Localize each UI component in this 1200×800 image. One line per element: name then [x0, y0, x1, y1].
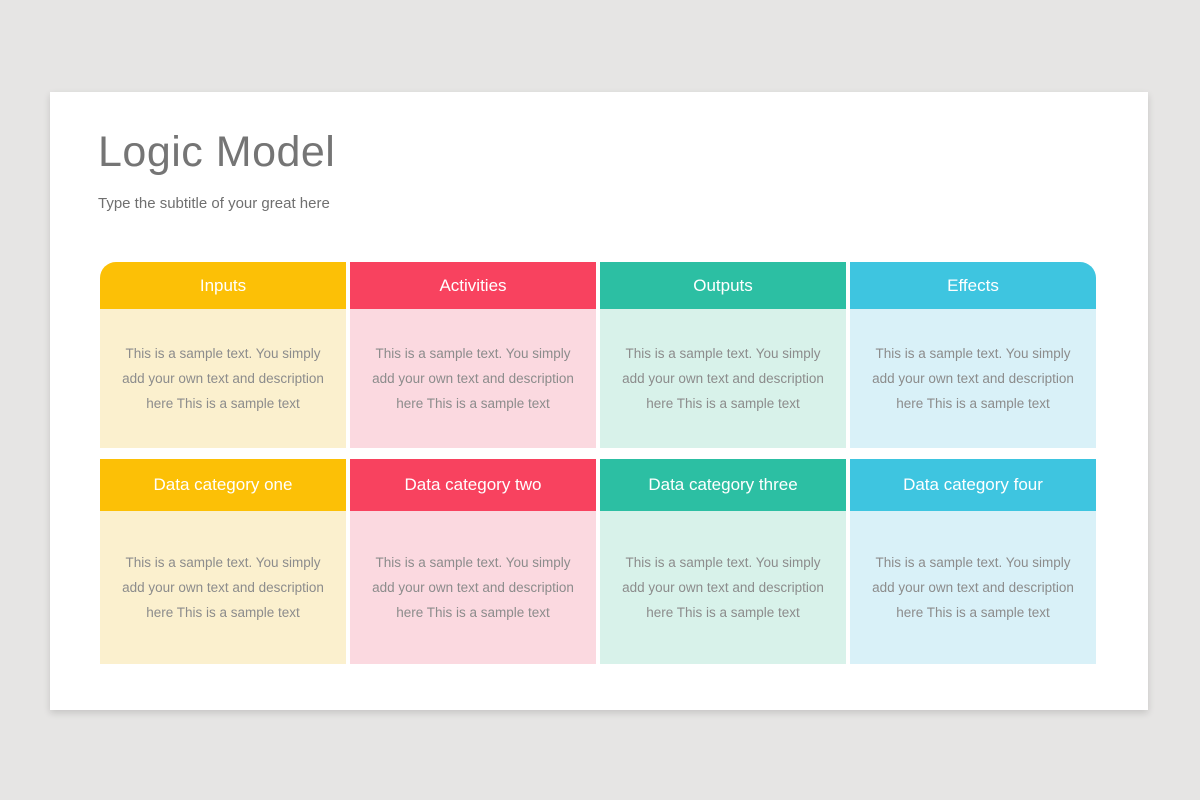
card-data-category-four: Data category four This is a sample text…: [850, 459, 1096, 664]
grid-row-top: Inputs This is a sample text. You simply…: [100, 262, 1096, 448]
card-effects: Effects This is a sample text. You simpl…: [850, 262, 1096, 448]
grid-row-bottom: Data category one This is a sample text.…: [100, 459, 1096, 664]
card-body-text: This is a sample text. You simply add yo…: [350, 309, 596, 448]
card-activities: Activities This is a sample text. You si…: [350, 262, 596, 448]
logic-model-grid: Inputs This is a sample text. You simply…: [100, 262, 1096, 664]
card-body-text: This is a sample text. You simply add yo…: [850, 309, 1096, 448]
card-body-text: This is a sample text. You simply add yo…: [100, 309, 346, 448]
page-subtitle: Type the subtitle of your great here: [98, 195, 330, 213]
card-outputs: Outputs This is a sample text. You simpl…: [600, 262, 846, 448]
card-header: Outputs: [600, 262, 846, 309]
page-title: Logic Model: [98, 128, 336, 176]
card-body-text: This is a sample text. You simply add yo…: [850, 511, 1096, 664]
card-header: Data category two: [350, 459, 596, 511]
card-body-text: This is a sample text. You simply add yo…: [600, 309, 846, 448]
card-header: Activities: [350, 262, 596, 309]
card-body-text: This is a sample text. You simply add yo…: [350, 511, 596, 664]
card-header: Data category three: [600, 459, 846, 511]
card-header: Inputs: [100, 262, 346, 309]
card-data-category-three: Data category three This is a sample tex…: [600, 459, 846, 664]
card-header: Data category one: [100, 459, 346, 511]
slide-canvas: Logic Model Type the subtitle of your gr…: [50, 92, 1148, 710]
slide-header: Logic Model Type the subtitle of your gr…: [98, 128, 335, 212]
card-data-category-one: Data category one This is a sample text.…: [100, 459, 346, 664]
card-header: Data category four: [850, 459, 1096, 511]
card-data-category-two: Data category two This is a sample text.…: [350, 459, 596, 664]
card-body-text: This is a sample text. You simply add yo…: [100, 511, 346, 664]
card-inputs: Inputs This is a sample text. You simply…: [100, 262, 346, 448]
card-header: Effects: [850, 262, 1096, 309]
card-body-text: This is a sample text. You simply add yo…: [600, 511, 846, 664]
